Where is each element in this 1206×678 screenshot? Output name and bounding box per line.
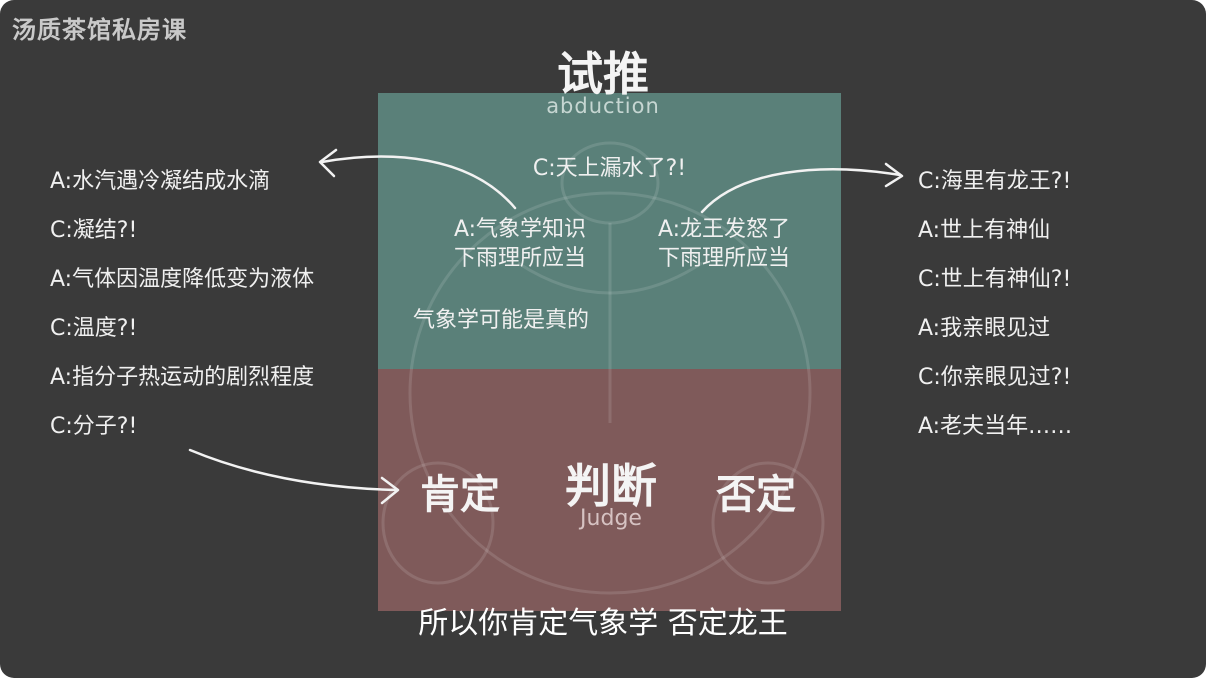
arrow-to-right-dialogue [700, 168, 902, 214]
brand-logo: 汤质茶馆私房课 [12, 16, 187, 44]
abduction-panel [378, 93, 841, 369]
center-question: C:天上漏水了?! [532, 156, 687, 181]
arrowhead-right [884, 162, 904, 188]
left-answer-line-2: 下雨理所应当 [453, 246, 586, 271]
dialogue-line: A:气体因温度降低变为液体 [50, 267, 315, 292]
dialogue-line: A:我亲眼见过 [918, 316, 1051, 341]
dialogue-line: C:海里有龙王?! [918, 169, 1072, 194]
dialogue-line: A:世上有神仙 [918, 218, 1051, 243]
abduction-subtitle: abduction [546, 94, 660, 118]
judge-panel [378, 369, 841, 611]
dialogue-line: C:世上有神仙?! [918, 267, 1072, 292]
right-answer-line-1: A:龙王发怒了 [657, 217, 791, 242]
possible-statement: 气象学可能是真的 [413, 308, 590, 333]
left-dialogue: A:水汽遇冷凝结成水滴 C:凝结?! A:气体因温度降低变为液体 C:温度?! … [50, 165, 314, 459]
judge-title: 判断 [565, 459, 657, 513]
negate-label: 否定 [716, 472, 796, 518]
arrowhead-left [318, 148, 338, 178]
right-answer: A:龙王发怒了 下雨理所应当 [636, 215, 812, 273]
dialogue-line: A:老夫当年…… [918, 414, 1073, 439]
dialogue-line: A:水汽遇冷凝结成水滴 [50, 169, 271, 194]
affirm-label: 肯定 [420, 472, 500, 518]
dialogue-line: C:你亲眼见过?! [918, 365, 1072, 390]
abduction-title: 试推 [557, 47, 649, 101]
left-answer-line-1: A:气象学知识 [453, 217, 587, 242]
dialogue-line: C:分子?! [50, 414, 138, 439]
arrow-to-left-dialogue [320, 155, 517, 210]
teapot-watermark-icon [381, 141, 825, 595]
arrow-to-affirm [188, 448, 398, 492]
dialogue-line: C:温度?! [50, 316, 138, 341]
judge-subtitle: Judge [580, 506, 642, 531]
right-dialogue: C:海里有龙王?! A:世上有神仙 C:世上有神仙?! A:我亲眼见过 C:你亲… [918, 165, 1072, 459]
arrowhead-affirm [380, 476, 400, 505]
right-answer-line-2: 下雨理所应当 [657, 246, 790, 271]
dialogue-line: C:凝结?! [50, 218, 138, 243]
caption-subtitle: 所以你肯定气象学 否定龙王 [418, 606, 788, 641]
dialogue-line: A:指分子热运动的剧烈程度 [50, 365, 315, 390]
left-answer: A:气象学知识 下雨理所应当 [430, 215, 610, 273]
